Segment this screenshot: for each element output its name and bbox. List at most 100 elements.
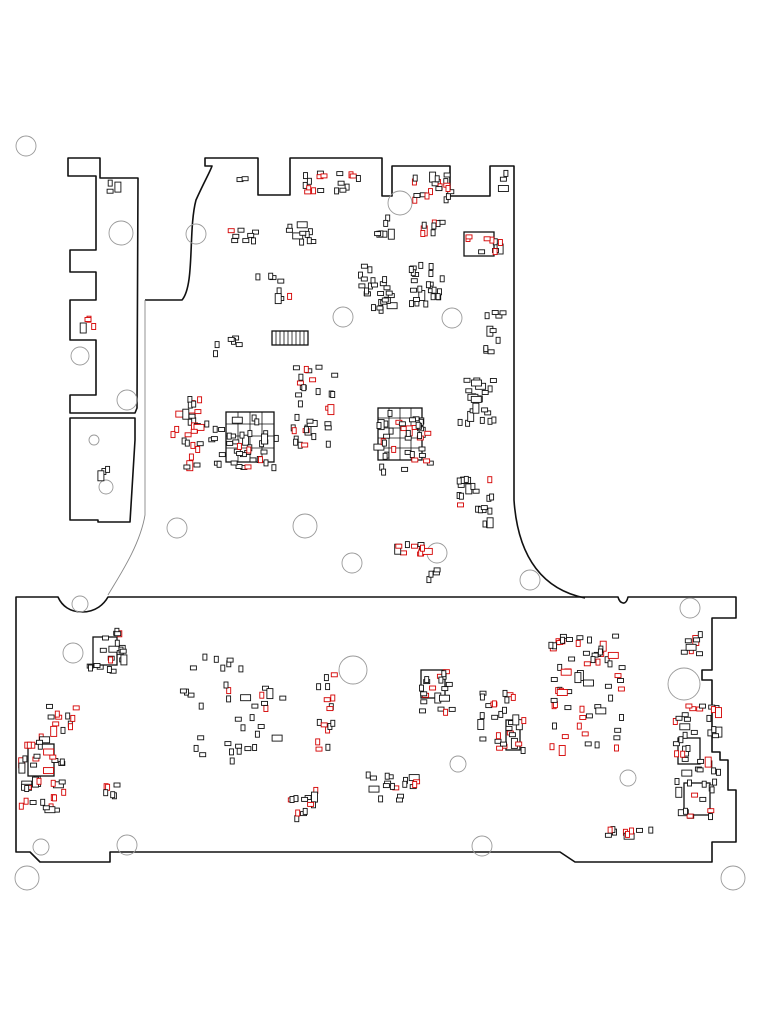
passive-component: [681, 769, 693, 777]
passive-component: [325, 743, 331, 751]
passive-component: [106, 188, 114, 194]
passive-component: [412, 781, 418, 788]
passive-component: [681, 712, 689, 718]
passive-component: [674, 750, 680, 758]
passive-component: [103, 789, 109, 797]
passive-component: [549, 743, 555, 751]
passive-component: [251, 414, 257, 422]
passive-component: [316, 683, 322, 691]
passive-component: [491, 700, 497, 708]
passive-component: [515, 741, 523, 747]
passive-component: [566, 637, 573, 642]
passive-component: [373, 443, 385, 451]
passive-component: [675, 715, 683, 721]
passive-component: [296, 221, 308, 229]
passive-component: [604, 832, 612, 838]
passive-component: [204, 420, 210, 428]
passive-component: [97, 470, 105, 482]
passive-component: [337, 180, 345, 186]
passive-component: [252, 744, 258, 751]
passive-component: [297, 400, 303, 408]
passive-component: [495, 732, 501, 740]
passive-component: [254, 418, 260, 426]
passive-component: [699, 796, 707, 802]
passive-component: [102, 635, 109, 641]
passive-component: [429, 685, 437, 691]
passive-component: [381, 439, 387, 447]
passive-component: [499, 310, 507, 316]
passive-component: [266, 688, 274, 700]
passive-component: [223, 681, 229, 689]
passive-component: [499, 176, 507, 182]
passive-component: [261, 700, 268, 706]
passive-component: [410, 278, 418, 284]
passive-component: [412, 196, 418, 204]
passive-component: [246, 446, 252, 454]
passive-component: [410, 287, 417, 293]
passive-component: [595, 658, 601, 666]
mounting-hole: [519, 569, 541, 591]
passive-component: [231, 238, 239, 244]
passive-component: [483, 236, 491, 242]
passive-component: [263, 459, 269, 467]
passive-component: [298, 373, 304, 381]
passive-component: [244, 464, 252, 470]
passive-component: [579, 705, 585, 713]
board-outline-left-tab: [69, 417, 136, 523]
passive-component: [358, 283, 366, 289]
passive-component: [114, 639, 120, 647]
passive-component: [491, 714, 499, 720]
mounting-hole: [341, 552, 363, 574]
passive-component: [302, 807, 308, 815]
passive-component: [293, 438, 299, 446]
passive-component: [349, 173, 357, 179]
passive-component: [79, 322, 87, 334]
passive-component: [498, 710, 504, 718]
passive-component: [236, 451, 244, 456]
mounting-hole: [116, 389, 138, 411]
passive-component: [495, 336, 501, 344]
passive-component: [30, 762, 38, 768]
passive-component: [558, 745, 566, 756]
passive-component: [418, 452, 426, 458]
passive-component: [296, 380, 304, 386]
passive-component: [360, 263, 368, 269]
mounting-hole: [15, 135, 37, 157]
passive-component: [193, 462, 201, 468]
passive-component: [251, 237, 256, 245]
passive-component: [685, 703, 693, 709]
passive-component: [114, 181, 122, 193]
passive-component: [237, 227, 245, 233]
passive-component: [170, 431, 176, 439]
passive-component: [560, 636, 565, 644]
passive-component: [226, 432, 232, 440]
passive-component: [294, 413, 300, 421]
passive-component: [680, 649, 688, 655]
passive-component: [625, 830, 630, 838]
passive-component: [316, 718, 322, 726]
passive-component: [289, 796, 295, 803]
major-ics: [27, 231, 711, 816]
passive-component: [61, 788, 67, 796]
passive-component: [617, 678, 624, 683]
mounting-hole: [332, 306, 354, 328]
passive-component: [612, 633, 620, 639]
passive-component: [381, 468, 387, 476]
passive-component: [188, 413, 196, 419]
passive-component: [423, 458, 431, 464]
passive-component: [502, 706, 507, 714]
passive-component: [430, 229, 436, 237]
passive-component: [481, 390, 489, 395]
passive-components: [18, 169, 723, 840]
mounting-hole: [387, 190, 413, 216]
passive-component: [324, 421, 332, 427]
passive-component: [520, 747, 526, 754]
passive-component: [448, 706, 456, 712]
passive-component: [212, 425, 218, 433]
passive-component: [99, 647, 107, 653]
passive-component: [199, 752, 207, 758]
mounting-hole: [116, 834, 138, 856]
passive-component: [320, 722, 328, 728]
passive-component: [210, 436, 218, 442]
passive-component: [320, 173, 328, 179]
